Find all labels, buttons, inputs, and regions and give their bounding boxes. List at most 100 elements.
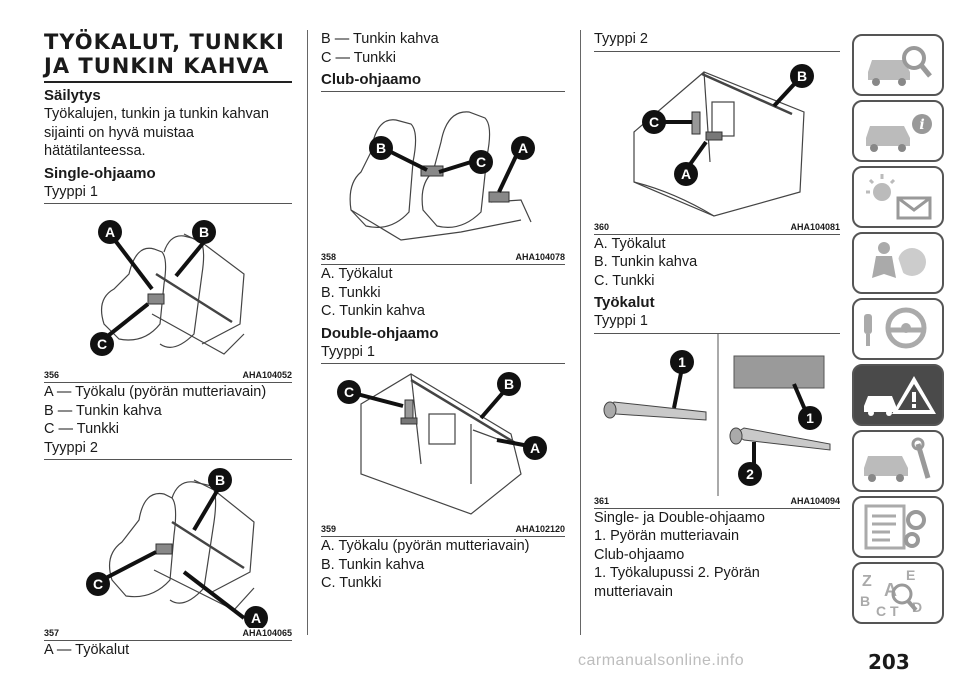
figure-359: C B A 359 AHA102120: [321, 363, 565, 537]
column-divider: [307, 30, 308, 635]
text-line: 1. Pyörän mutteriavain: [594, 528, 740, 544]
figure-357: B C A 357 AHA104065: [44, 459, 292, 641]
tools-diagram-361: 1 1 2: [603, 333, 831, 496]
svg-text:B: B: [215, 472, 225, 488]
seat-diagram-357: B C A: [86, 468, 268, 628]
seat-diagram-358: B C A: [349, 111, 535, 241]
seat-diagram-356: A B C: [90, 220, 245, 356]
svg-text:B: B: [376, 140, 386, 156]
tab-index[interactable]: Z E A B C T D: [852, 562, 944, 624]
tab-lights-messages[interactable]: [852, 166, 944, 228]
heading-single-cab: Single-ohjaamo: [44, 164, 156, 182]
column-3: Tyyppi 2 C B A 360 AHA104081: [594, 30, 840, 601]
tab-emergency[interactable]: [852, 364, 944, 426]
legend-line: C. Tunkki: [321, 575, 382, 591]
svg-text:A: A: [530, 440, 540, 456]
car-search-icon: [868, 46, 932, 86]
figure-caption: 358 AHA104078: [321, 252, 565, 265]
figure-caption: 361 AHA104094: [594, 496, 840, 509]
section-title: TYÖKALUT, TUNKKI JA TUNKIN KAHVA: [44, 30, 292, 83]
type-1-label: Tyyppi 1: [321, 343, 375, 360]
svg-text:E: E: [906, 567, 915, 583]
svg-text:A: A: [518, 140, 528, 156]
svg-text:C: C: [876, 603, 886, 619]
legend-line: A. Työkalut: [594, 235, 666, 252]
page-number: 203: [868, 650, 910, 674]
callout-b: [192, 220, 216, 244]
legend-line: B. Tunkin kahva: [321, 556, 425, 573]
chapter-tabs: i: [852, 34, 944, 628]
legend-line: C. Tunkin kahva: [321, 303, 425, 319]
legend-line: B — Tunkin kahva: [321, 31, 439, 47]
svg-text:B: B: [504, 376, 514, 392]
svg-text:C: C: [649, 114, 659, 130]
column-divider: [580, 30, 581, 635]
text-line: Club-ohjaamo: [594, 546, 685, 563]
svg-text:i: i: [919, 117, 924, 133]
tab-technical-data[interactable]: [852, 496, 944, 558]
svg-text:B: B: [860, 593, 870, 609]
alphabet-index-icon: Z E A B C T D: [860, 567, 922, 619]
light-mail-icon: [866, 174, 932, 220]
callout-c: [90, 332, 114, 356]
column-1: TYÖKALUT, TUNKKI JA TUNKIN KAHVA Säilyty…: [44, 30, 292, 660]
svg-text:C: C: [476, 154, 486, 170]
tab-driving[interactable]: [852, 298, 944, 360]
warning-triangle-icon: [864, 376, 936, 416]
type-2-label: Tyyppi 2: [594, 31, 648, 47]
car-wrench-icon: [864, 437, 931, 482]
heading-double-cab: Double-ohjaamo: [321, 324, 439, 342]
figure-361: 1 1 2 361 AHA104094: [594, 332, 840, 509]
column-2: B — Tunkin kahva C — Tunkki Club-ohjaamo…: [321, 30, 565, 593]
figure-358: B C A 358 AHA104078: [321, 91, 565, 265]
figure-caption: 359 AHA102120: [321, 524, 565, 537]
legend-line: A. Työkalut: [321, 266, 393, 282]
legend-line: B. Tunkki: [321, 284, 381, 301]
svg-text:A: A: [105, 224, 115, 240]
callout-a: [98, 220, 122, 244]
svg-text:T: T: [890, 603, 899, 619]
figure-caption: 356 AHA104052: [44, 370, 292, 383]
tab-car-info[interactable]: i: [852, 100, 944, 162]
heading-tools: Työkalut: [594, 294, 655, 311]
tab-maintenance[interactable]: [852, 430, 944, 492]
car-info-icon: i: [866, 114, 932, 152]
airbag-icon: [872, 242, 926, 278]
legend-line: A — Työkalut: [44, 642, 130, 658]
svg-text:C: C: [93, 576, 103, 592]
tab-car-search[interactable]: [852, 34, 944, 96]
svg-text:C: C: [344, 384, 354, 400]
type-1-label: Tyyppi 1: [44, 183, 98, 200]
svg-text:1: 1: [678, 354, 686, 370]
type-2-label: Tyyppi 2: [44, 439, 98, 456]
figure-360: C B A 360 AHA104081: [594, 50, 840, 235]
tab-safety[interactable]: [852, 232, 944, 294]
svg-text:Z: Z: [862, 573, 872, 590]
svg-text:C: C: [97, 336, 107, 352]
svg-text:A: A: [681, 166, 691, 182]
legend-line: C. Tunkki: [594, 272, 655, 289]
intro-paragraph: Työkalujen, tunkin ja tunkin kahvan sija…: [44, 106, 269, 159]
figure-356: A B C 356 AHA104052: [44, 203, 292, 383]
legend-line: A. Työkalu (pyörän mutteriavain): [321, 538, 530, 554]
svg-text:B: B: [797, 68, 807, 84]
watermark: carmanualsonline.info: [578, 652, 745, 669]
legend-line: C — Tunkki: [44, 421, 119, 437]
list-gear-icon: [864, 504, 926, 550]
svg-text:B: B: [199, 224, 209, 240]
legend-line: A — Työkalu (pyörän mutteriavain): [44, 384, 267, 400]
svg-text:1: 1: [806, 410, 814, 426]
legend-line: B. Tunkin kahva: [594, 254, 698, 270]
wheel-wrench-type2: [729, 426, 831, 451]
tool-bag: [733, 355, 825, 388]
figure-caption: 357 AHA104065: [44, 628, 292, 641]
jack-shape: [147, 293, 165, 305]
type-1-label: Tyyppi 1: [594, 313, 648, 329]
seat-diagram-359: C B A: [337, 372, 547, 515]
svg-text:D: D: [912, 599, 922, 615]
legend-line: C — Tunkki: [321, 49, 396, 66]
svg-text:A: A: [251, 610, 261, 626]
heading-storage: Säilytys: [44, 87, 101, 104]
figure-caption: 360 AHA104081: [594, 222, 840, 235]
legend-line: B — Tunkin kahva: [44, 402, 162, 419]
